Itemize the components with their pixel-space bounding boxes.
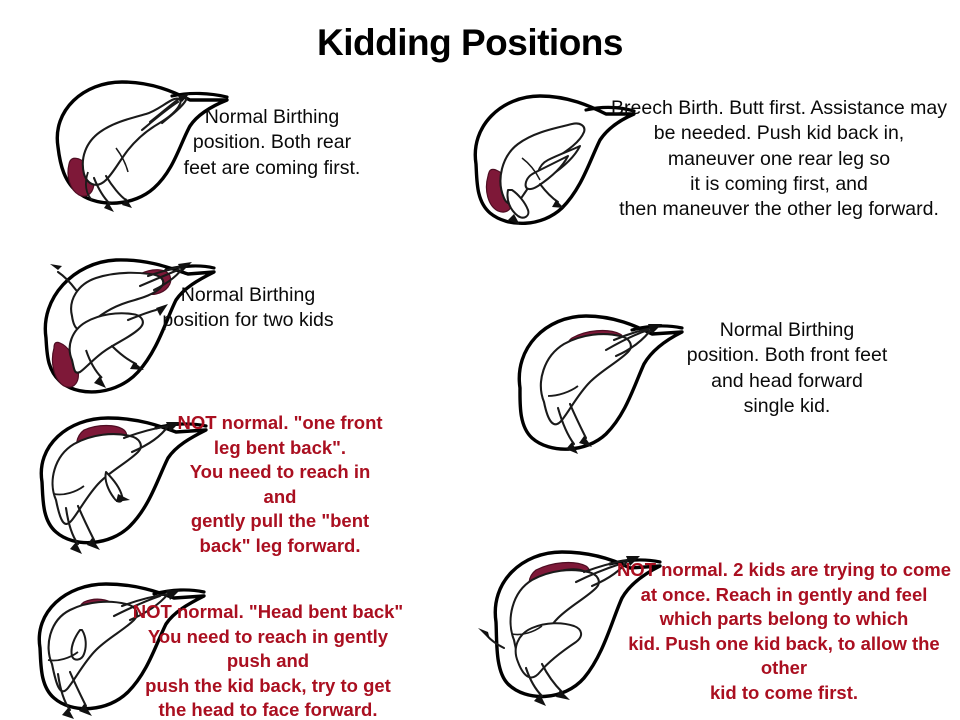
kid-hoof-a [166, 590, 180, 600]
kid-b-leg-b [524, 666, 544, 698]
kid-belly-line [47, 651, 79, 662]
kid-neck-line [85, 171, 93, 201]
kid-a-leg [574, 562, 622, 584]
kid-head [506, 189, 530, 219]
kid-front-leg-b [112, 594, 162, 618]
kid-hoof-b [87, 538, 100, 550]
figure-normal-rear-feet [22, 52, 232, 217]
kid-head-bent-back [70, 629, 87, 661]
kid-body [47, 600, 138, 693]
caption-two-kids-at-once: NOT normal. 2 kids are trying to come at… [616, 559, 952, 703]
kid-hoof-c [122, 198, 132, 208]
kid-a-hoof [626, 556, 640, 566]
kid-b-body [514, 622, 582, 679]
kid-b-hoof-c [556, 690, 570, 700]
kid-hoof-a [178, 93, 190, 102]
kid-hoof-b [62, 708, 74, 719]
kid-hoof-a [70, 542, 82, 554]
page-title: Kidding Positions [317, 22, 623, 63]
kid-front-leg-a [604, 328, 650, 352]
kid-a-leg-b [138, 268, 180, 288]
kid-rear-leg-b [68, 670, 88, 708]
kid-hoof-c [579, 436, 592, 447]
kid-b-leg-a [126, 308, 158, 322]
cervix-line [170, 91, 229, 99]
figure-head-bent-back [10, 568, 210, 720]
caption-head-bent-back: NOT normal. "Head bent back" You need to… [132, 601, 404, 720]
figure-front-leg-bent-back [10, 398, 210, 558]
caption-breech-birth: Breech Birth. Butt first. Assistance may… [611, 97, 947, 221]
kid-b-hoof-a [478, 628, 490, 640]
kid-b-hoof-a [156, 304, 168, 316]
figure-breech-birth [448, 68, 638, 243]
kid-b-hoof-b [130, 362, 144, 370]
kid-rear-leg-a [556, 406, 576, 446]
kid-rear-leg-a [64, 506, 80, 546]
kid-a-leg-c [56, 270, 78, 292]
kid-body [51, 433, 142, 525]
kid-b-hoof-b [534, 694, 546, 706]
kid-belly-line [547, 385, 579, 397]
kid-hoof-b [104, 202, 114, 212]
kid-b-leg-c [85, 349, 103, 379]
kid-belly-line [53, 485, 85, 496]
kid-b-leg-c [540, 662, 564, 694]
caption-normal-two-kids: Normal Birthing position for two kids [162, 284, 334, 332]
kid-front-leg-b [104, 174, 128, 202]
kid-rear-leg-folded-b [524, 155, 569, 191]
kid-body-contour [521, 157, 541, 181]
kid-rear-leg-a [56, 672, 72, 712]
kid-hoof-a [508, 214, 520, 225]
kid-a-hoof-b [50, 264, 62, 270]
kid-a-hoof [178, 262, 192, 272]
caption-front-leg-bent-back: NOT normal. "one front leg bent back". Y… [177, 412, 383, 556]
figure-normal-single-kid [486, 292, 686, 460]
kid-hoof-c [79, 704, 92, 716]
kid-b-hoof-c [94, 376, 106, 388]
caption-normal-rear-feet: Normal Birthing position. Both rear feet… [183, 106, 361, 179]
kid-rear-leg-b [76, 504, 96, 542]
figure-normal-two-kids [16, 238, 216, 406]
figure-two-kids-at-once [466, 530, 666, 708]
kid-front-leg-a [92, 176, 112, 206]
caption-normal-single-kid: Normal Birthing position. Both front fee… [686, 319, 888, 418]
kid-hoof-forward [166, 422, 180, 432]
kid-rear-leg-b [140, 100, 180, 132]
kid-hoof-bent [116, 494, 130, 502]
kid-rear-leg-b [568, 402, 588, 440]
cervix-line [584, 105, 636, 113]
kid-hoof-b [566, 442, 578, 454]
kid-hoof-a [648, 324, 662, 334]
cervix-line [152, 588, 206, 596]
kid-hoof-b [552, 200, 564, 208]
kid-a-belly-line [511, 625, 543, 636]
kid-body [81, 97, 182, 186]
kid-body-contour [115, 147, 129, 173]
